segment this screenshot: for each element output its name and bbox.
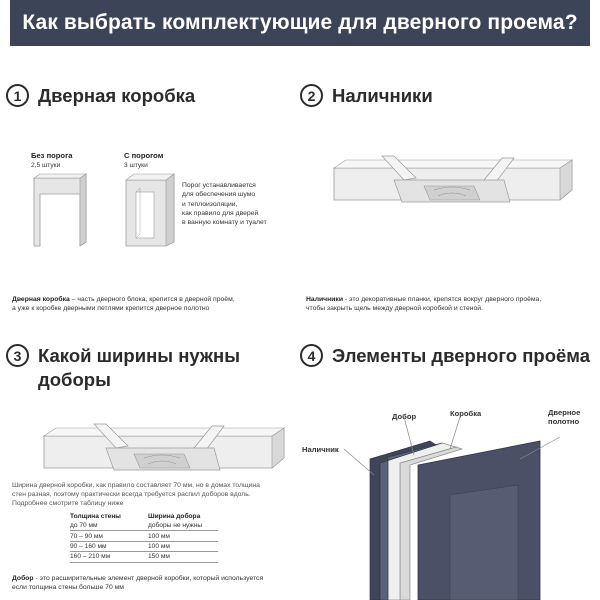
label-korobka: Коробка xyxy=(450,409,482,418)
section-heading-line: Какой ширины нужны xyxy=(38,345,240,366)
extension-intro-line: Подробнее смотрите таблицу ниже xyxy=(12,500,124,507)
section-number-badge: 2 xyxy=(300,84,323,107)
extension-width-table: Толщина стены Ширина добора до 70 мм доб… xyxy=(70,512,218,563)
casing-cross-section-illustration xyxy=(333,155,573,203)
label-door: Дверное полотно xyxy=(548,408,580,426)
threshold-note-line: и теплоизоляции, xyxy=(182,200,238,208)
section-heading: Дверная коробка xyxy=(38,85,196,106)
extension-intro-line: Ширина дверной коробки, как правило сост… xyxy=(12,482,260,489)
table-row: до 70 мм доборы не нужны xyxy=(70,521,218,532)
frame-desc-line: а уже к коробке дверными петлями крепитс… xyxy=(12,305,210,312)
casing-description: Наличники - это декоративные планки, кре… xyxy=(306,295,541,313)
threshold-note-line: для обеспечения шумо xyxy=(182,191,256,199)
frame-with-threshold-illustration xyxy=(125,173,175,247)
label-door-line: Дверное xyxy=(548,408,581,417)
table-header-cell: Ширина добора xyxy=(148,513,201,520)
extension-desc-line: если толщина стены больше 70 мм xyxy=(12,584,124,591)
section-heading-line: доборы xyxy=(38,369,111,390)
section-heading: Наличники xyxy=(332,85,433,106)
table-header-row: Толщина стены Ширина добора xyxy=(70,512,218,521)
section-number-badge: 1 xyxy=(6,84,29,107)
table-cell: 90 – 160 мм xyxy=(70,541,148,553)
section-1-title: 1 Дверная коробка xyxy=(6,84,195,108)
door-elements-illustration xyxy=(343,416,561,600)
label-door-line: полотно xyxy=(548,417,580,426)
section-4-title: 4 Элементы дверного проёма xyxy=(300,344,590,368)
label-nalichnik: Наличник xyxy=(302,445,339,454)
extension-term: Добор xyxy=(12,575,34,582)
casing-desc-line: чтобы закрыть щель между дверной коробко… xyxy=(306,305,483,312)
table-row: 90 – 160 мм 100 мм xyxy=(70,541,218,553)
section-3-title: 3 Какой ширины нужны доборы xyxy=(6,344,240,392)
table-row: 160 – 210 мм 150 мм xyxy=(70,551,218,563)
no-threshold-label: Без порога xyxy=(31,151,73,160)
table-cell: доборы не нужны xyxy=(148,521,218,532)
section-number-badge: 4 xyxy=(300,344,323,367)
page-title: Как выбрать комплектующие для дверного п… xyxy=(22,11,578,34)
table-cell: 150 мм xyxy=(148,551,218,563)
section-heading: Элементы дверного проёма xyxy=(332,345,591,366)
label-dobor: Добор xyxy=(392,412,417,421)
section-number-badge: 3 xyxy=(6,344,29,367)
section-2-title: 2 Наличники xyxy=(300,84,433,108)
threshold-note-line: в ванную комнату и туалет xyxy=(182,219,267,227)
frame-description: Дверная коробка – часть дверного блока, … xyxy=(12,295,235,313)
table-cell: 70 – 90 мм xyxy=(70,530,148,542)
threshold-note-line: как правило для дверей xyxy=(182,209,259,217)
with-threshold-label: С порогом xyxy=(124,151,164,160)
extension-intro-line: стен разная, поэтому практически всегда … xyxy=(12,491,251,498)
casing-term: Наличники xyxy=(306,296,343,303)
table-cell: 160 – 210 мм xyxy=(70,551,148,563)
extension-intro: Ширина дверной коробки, как правило сост… xyxy=(12,481,260,508)
frame-without-threshold-illustration xyxy=(33,173,87,247)
table-header-cell: Толщина стены xyxy=(70,513,121,520)
frame-desc-line: – часть дверного блока, крепится в дверн… xyxy=(69,296,235,303)
extension-cross-section-illustration xyxy=(43,423,285,471)
casing-desc-line: - это декоративные планки, крепятся вокр… xyxy=(343,296,542,303)
section-heading: Какой ширины нужны доборы xyxy=(38,344,240,392)
extension-desc-line: - это расширительные элемент дверной кор… xyxy=(33,575,264,582)
extension-description: Добор - это расширительные элемент дверн… xyxy=(12,574,263,592)
with-threshold-count: 3 штуки xyxy=(124,162,148,169)
table-cell: 100 мм xyxy=(148,530,218,542)
table-cell: 100 мм xyxy=(148,541,218,553)
page-header: Как выбрать комплектующие для дверного п… xyxy=(10,0,590,46)
no-threshold-count: 2,5 штуки xyxy=(31,162,61,169)
table-cell: до 70 мм xyxy=(70,521,148,532)
threshold-note: Порог устанавливается для обеспечения шу… xyxy=(182,181,267,227)
frame-term: Дверная коробка xyxy=(12,296,70,303)
threshold-note-line: Порог устанавливается xyxy=(182,182,256,189)
table-row: 70 – 90 мм 100 мм xyxy=(70,530,218,542)
